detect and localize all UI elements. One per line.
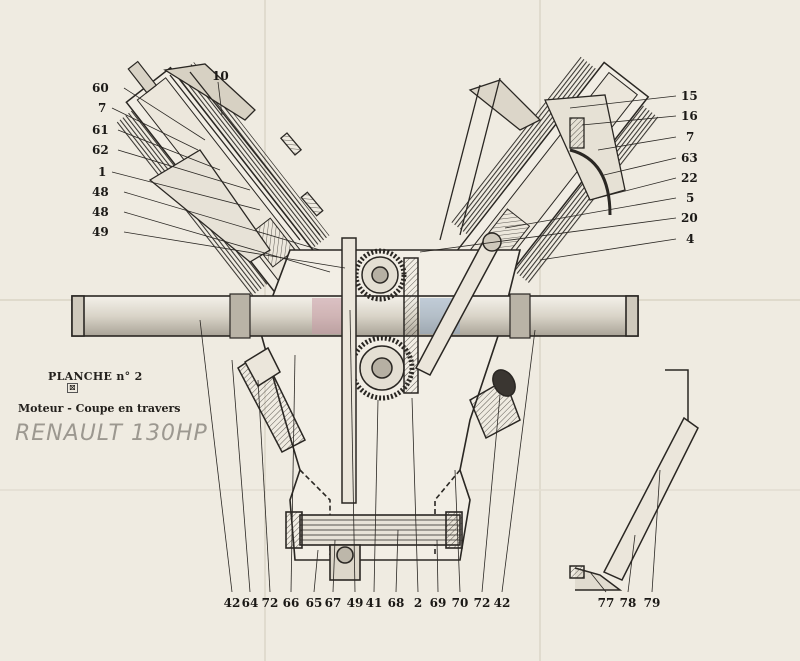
- callout-right-2: 16: [681, 109, 698, 123]
- callout-left-6: 1: [98, 165, 107, 179]
- callout-right-8: 4: [686, 232, 695, 246]
- callout-right-1: 15: [681, 89, 698, 103]
- left-accessory: [237, 346, 306, 454]
- handwritten-note: RENAULT 130HP: [15, 421, 208, 446]
- callout-bottom-6: 67: [324, 596, 342, 610]
- callout-right-3: 7: [686, 130, 695, 144]
- callout-bottom-12: 70: [451, 596, 469, 610]
- callout-bottom-9: 68: [387, 596, 405, 610]
- callout-left-7: 48: [92, 185, 109, 199]
- drive-rods: [341, 232, 502, 504]
- callout-bottom-13: 72: [473, 596, 491, 610]
- callout-left-5: 62: [92, 143, 109, 157]
- plate-title: Moteur - Coupe en travers: [18, 402, 181, 415]
- left-valve-gear: [148, 63, 324, 263]
- callout-right-5: 22: [681, 171, 698, 185]
- callout-left-3: 7: [98, 101, 107, 115]
- callout-bottom-7: 49: [346, 596, 364, 610]
- callout-right-4: 63: [681, 151, 698, 165]
- callout-right-6: 5: [686, 191, 695, 205]
- callout-bottom-17: 79: [643, 596, 661, 610]
- callout-bottom-5: 65: [305, 596, 323, 610]
- callout-left-8: 48: [92, 205, 109, 219]
- right-accessory: [469, 369, 521, 440]
- callout-bottom-11: 69: [429, 596, 447, 610]
- callout-bottom-1: 42: [223, 596, 241, 610]
- callout-left-4: 61: [92, 123, 109, 137]
- lever-detail: [569, 369, 699, 591]
- callout-bottom-4: 66: [282, 596, 300, 610]
- callout-bottom-14: 42: [493, 596, 511, 610]
- callout-bottom-16: 78: [619, 596, 637, 610]
- callout-bottom-3: 72: [261, 596, 279, 610]
- callout-right-7: 20: [681, 211, 698, 225]
- callout-bottom-10: 2: [413, 596, 423, 610]
- right-valve-gear: [439, 77, 626, 241]
- callout-left-1: 60: [92, 81, 109, 95]
- leader-lines: [111, 81, 677, 593]
- callout-left-2: 10: [212, 69, 229, 83]
- plate-label: PLANCHE n° 2: [48, 370, 143, 383]
- callout-bottom-15: 77: [597, 596, 615, 610]
- callout-bottom-8: 41: [365, 596, 383, 610]
- left-cylinder: [115, 60, 330, 301]
- callout-left-9: 49: [92, 225, 109, 239]
- plate-mark: ⊠: [67, 383, 78, 393]
- callout-bottom-2: 64: [241, 596, 259, 610]
